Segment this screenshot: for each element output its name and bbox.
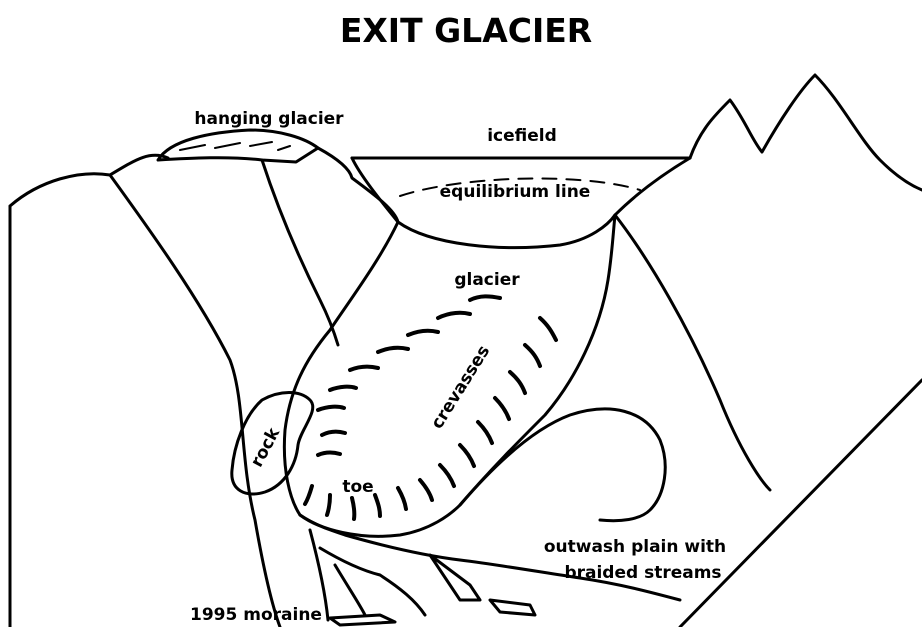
hanging-glacier-outline — [158, 130, 318, 162]
outwash-hills — [460, 409, 665, 521]
ridge-left — [262, 160, 338, 345]
label-equilibrium-line: equilibrium line — [440, 182, 591, 202]
label-crevasses: crevasses — [427, 342, 494, 433]
outwash-upper-edge — [300, 515, 680, 600]
moraine-ridge — [330, 615, 395, 625]
glacier-outline — [284, 215, 615, 536]
label-outwash-line1: outwash plain with — [544, 537, 726, 557]
label-moraine: 1995 moraine — [190, 605, 322, 625]
equilibrium-bowl — [352, 158, 690, 248]
label-glacier: glacier — [454, 270, 520, 290]
label-hanging-glacier: hanging glacier — [194, 109, 344, 129]
label-icefield: icefield — [487, 126, 557, 146]
right-block-edge — [680, 380, 922, 627]
label-toe: toe — [342, 477, 373, 497]
label-outwash-line2: braided streams — [564, 563, 721, 583]
right-face — [615, 215, 770, 490]
hanging-glacier-crevasses — [180, 142, 290, 150]
left-slope-line — [110, 175, 280, 627]
label-rock: rock — [247, 424, 284, 471]
diagram-title: EXIT GLACIER — [340, 11, 592, 50]
braided-streams — [320, 548, 535, 615]
left-valley-wall — [10, 155, 168, 627]
right-mountains — [690, 75, 922, 190]
